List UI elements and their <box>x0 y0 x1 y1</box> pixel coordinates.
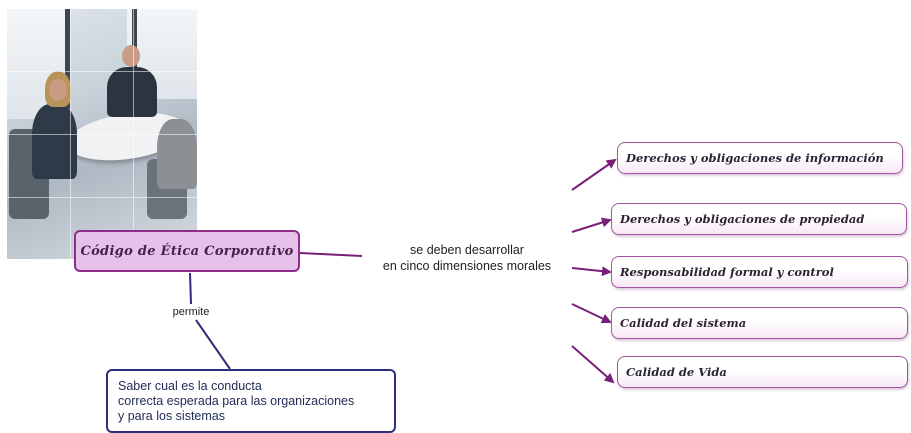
dimension-label: Calidad de Vida <box>626 365 727 379</box>
arrow-to-dim-1 <box>571 158 617 191</box>
root-concept-label: Código de Ética Corporativo <box>80 243 294 259</box>
dimension-node-calidad-vida[interactable]: Calidad de Vida <box>617 356 908 388</box>
arrow-to-dim-5 <box>571 345 615 384</box>
office-meeting-photo <box>7 9 197 259</box>
dimension-node-calidad-sistema[interactable]: Calidad del sistema <box>611 307 908 339</box>
link-permite-result <box>195 319 231 370</box>
root-concept-node[interactable]: Código de Ética Corporativo <box>74 230 300 272</box>
dimension-label: Derechos y obligaciones de propiedad <box>620 212 865 226</box>
relation-permite-label: permite <box>172 306 210 318</box>
dimension-label: Calidad del sistema <box>620 316 747 330</box>
dimension-node-responsabilidad[interactable]: Responsabilidad formal y control <box>611 256 908 288</box>
dimension-label: Derechos y obligaciones de información <box>626 151 884 165</box>
arrow-to-dim-2 <box>571 217 612 233</box>
dimension-node-informacion[interactable]: Derechos y obligaciones de información <box>617 142 903 174</box>
arrow-to-dim-3 <box>571 266 612 277</box>
conducta-node[interactable]: Saber cual es la conducta correcta esper… <box>106 369 396 433</box>
conducta-line-2: correcta esperada para las organizacione… <box>118 394 355 408</box>
link-root-permite <box>189 272 192 305</box>
relation-dimensions: se deben desarrollar en cinco dimensione… <box>362 242 572 274</box>
relation-permite: permite <box>165 304 217 320</box>
relation-dimensions-line-2: en cinco dimensiones morales <box>382 259 552 273</box>
conducta-line-3: y para los sistemas <box>118 409 225 423</box>
conducta-line-1: Saber cual es la conducta <box>118 379 262 393</box>
dimension-node-propiedad[interactable]: Derechos y obligaciones de propiedad <box>611 203 907 235</box>
dimension-label: Responsabilidad formal y control <box>620 265 834 279</box>
relation-dimensions-line-1: se deben desarrollar <box>410 243 524 257</box>
link-root-relation <box>299 252 363 257</box>
arrow-to-dim-4 <box>571 303 612 324</box>
